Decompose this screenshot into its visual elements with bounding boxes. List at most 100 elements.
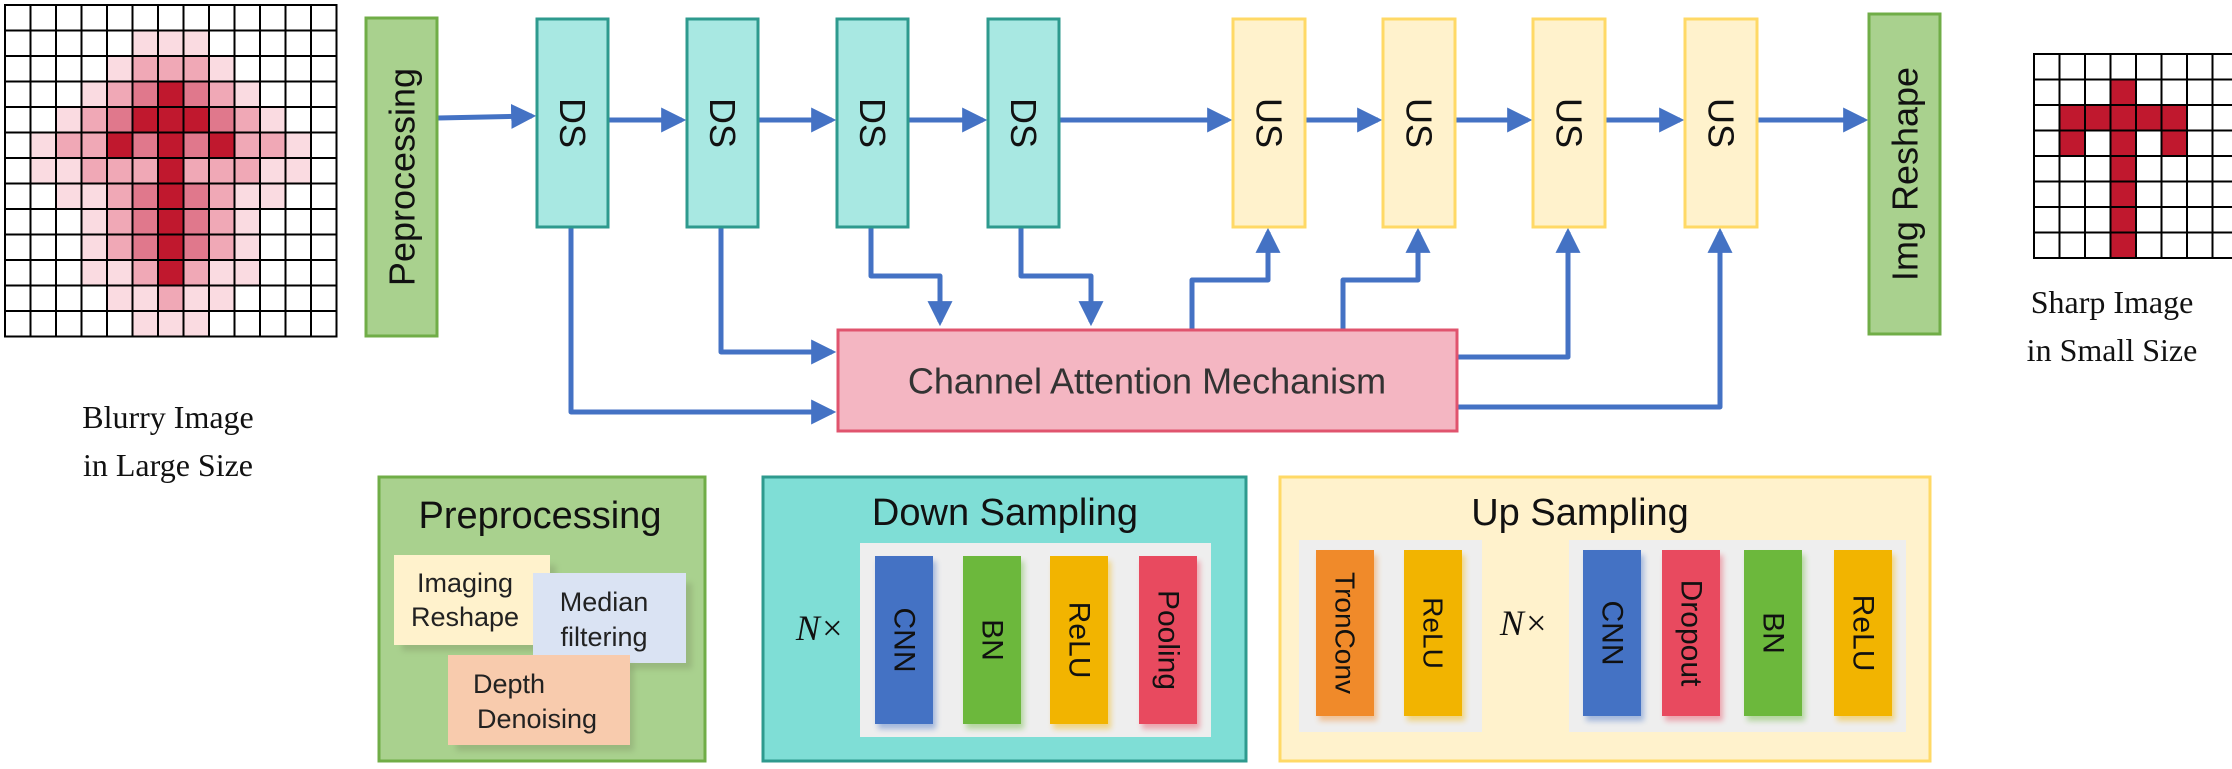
sharp-pixel-cell [2135, 155, 2163, 183]
sharp-image-grid [2033, 53, 2232, 259]
blurry-pixel-cell [106, 259, 134, 287]
blurry-pixel-cell [259, 182, 287, 210]
blurry-pixel-cell [55, 182, 83, 210]
blurry-pixel-cell [208, 284, 236, 312]
sharp-pixel-cell [2135, 180, 2163, 208]
blurry-pixel-cell [29, 55, 57, 83]
blurry-pixel-cell [259, 233, 287, 261]
ds-layer-cnn-label: CNN [888, 608, 921, 673]
blurry-pixel-cell [310, 208, 338, 236]
blurry-pixel-cell [131, 259, 159, 287]
sharp-pixel-cell [2160, 129, 2188, 157]
us-pre-layer-tronconv: TronConv [1316, 550, 1377, 721]
blurry-pixel-cell [131, 233, 159, 261]
blurry-caption-line2: in Large Size [83, 447, 253, 483]
blurry-pixel-cell [259, 131, 287, 159]
sharp-pixel-cell [2186, 231, 2214, 259]
arrow-attention-us1 [1189, 227, 1281, 330]
blurry-pixel-cell [310, 106, 338, 134]
blurry-pixel-cell [4, 233, 32, 261]
blurry-pixel-cell [106, 80, 134, 108]
blurry-pixel-cell [131, 284, 159, 312]
blurry-pixel-cell [208, 29, 236, 57]
blurry-pixel-cell [182, 131, 210, 159]
blurry-pixel-cell [4, 55, 32, 83]
sharp-pixel-cell [2160, 231, 2188, 259]
arrow-pre-ds1 [437, 103, 537, 129]
blurry-pixel-cell [131, 106, 159, 134]
blurry-pixel-cell [4, 29, 32, 57]
sharp-pixel-cell [2058, 206, 2086, 234]
preprocessing-block-label: Peprocessing [382, 68, 423, 286]
sharp-pixel-cell [2186, 155, 2214, 183]
blurry-pixel-cell [106, 182, 134, 210]
sharp-pixel-cell [2186, 78, 2214, 106]
blurry-pixel-cell [310, 29, 338, 57]
arrow-ds4-attention [1018, 228, 1104, 327]
blurry-pixel-cell [80, 182, 108, 210]
blurry-pixel-cell [106, 208, 134, 236]
blurry-pixel-cell [182, 259, 210, 287]
sharp-pixel-cell [2211, 231, 2232, 259]
blurry-pixel-cell [182, 55, 210, 83]
sharp-pixel-cell [2211, 155, 2232, 183]
sharp-caption-line2: in Small Size [2027, 332, 2198, 368]
attention-block: Channel Attention Mechanism [836, 328, 1459, 433]
blurry-pixel-cell [29, 284, 57, 312]
blurry-pixel-cell [80, 259, 108, 287]
blurry-pixel-cell [4, 182, 32, 210]
us-layer-dropout-label: Dropout [1675, 580, 1708, 687]
sharp-pixel-cell [2186, 53, 2214, 81]
blurry-pixel-cell [182, 310, 210, 338]
blurry-pixel-cell [310, 182, 338, 210]
blurry-pixel-cell [233, 284, 261, 312]
blurry-pixel-cell [208, 80, 236, 108]
blurry-pixel-cell [157, 55, 185, 83]
blurry-pixel-cell [208, 182, 236, 210]
blurry-pixel-cell [80, 208, 108, 236]
blurry-pixel-cell [259, 106, 287, 134]
us-layer-cnn-label: CNN [1596, 601, 1629, 666]
us-block-3-label: US [1549, 98, 1590, 148]
blurry-pixel-cell [131, 131, 159, 159]
sharp-pixel-cell [2084, 206, 2112, 234]
blurry-pixel-cell [106, 106, 134, 134]
blurry-pixel-cell [80, 157, 108, 185]
sharp-pixel-cell [2033, 53, 2061, 81]
blurry-pixel-cell [259, 259, 287, 287]
note-imaging-reshape-line1: Imaging [417, 568, 513, 598]
note-imaging-reshape: Imaging Reshape [394, 555, 556, 651]
connector-arrows [437, 103, 1869, 425]
us-block-1-label: US [1249, 98, 1290, 148]
legend-preprocessing-title: Preprocessing [419, 495, 662, 537]
sharp-pixel-cell [2084, 129, 2112, 157]
blurry-pixel-cell [284, 233, 312, 261]
blurry-pixel-cell [131, 310, 159, 338]
sharp-pixel-cell [2033, 206, 2061, 234]
blurry-pixel-cell [55, 157, 83, 185]
sharp-pixel-cell [2109, 78, 2137, 106]
blurry-pixel-cell [259, 55, 287, 83]
blurry-pixel-cell [4, 284, 32, 312]
sharp-pixel-cell [2058, 155, 2086, 183]
sharp-pixel-cell [2084, 104, 2112, 132]
blurry-pixel-cell [259, 157, 287, 185]
blurry-pixel-cell [182, 29, 210, 57]
sharp-pixel-cell [2160, 104, 2188, 132]
sharp-pixel-cell [2135, 129, 2163, 157]
preprocessing-block: Peprocessing [364, 16, 439, 338]
blurry-pixel-cell [182, 208, 210, 236]
ds-block-4-label: DS [1003, 98, 1044, 148]
sharp-pixel-cell [2160, 155, 2188, 183]
blurry-pixel-cell [55, 208, 83, 236]
blurry-pixel-cell [4, 157, 32, 185]
sharp-pixel-cell [2109, 206, 2137, 234]
sharp-pixel-cell [2033, 231, 2061, 259]
note-median-filtering-line2: filtering [560, 622, 647, 652]
blurry-pixel-cell [284, 4, 312, 32]
